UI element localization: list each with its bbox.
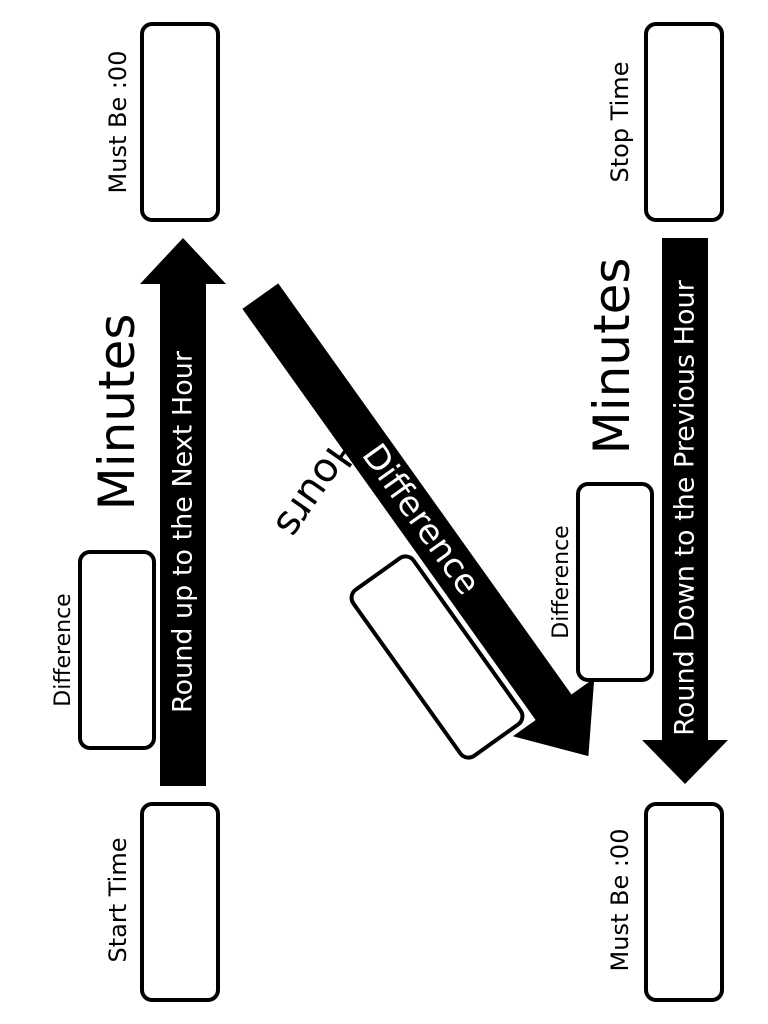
bottom-difference-box[interactable] (576, 482, 654, 682)
round-up-arrow (160, 282, 206, 786)
hours-arrow-shaft (242, 283, 574, 723)
hours-arrow-head (512, 678, 595, 757)
bottom-must-be-box[interactable] (644, 802, 724, 1002)
round-down-arrow-head (642, 740, 728, 784)
round-down-arrow (662, 238, 708, 742)
top-difference-box[interactable] (78, 550, 156, 750)
stop-time-box[interactable] (644, 22, 724, 222)
round-up-arrow-head (140, 238, 226, 284)
top-must-be-box[interactable] (140, 22, 220, 222)
start-time-box[interactable] (140, 802, 220, 1002)
